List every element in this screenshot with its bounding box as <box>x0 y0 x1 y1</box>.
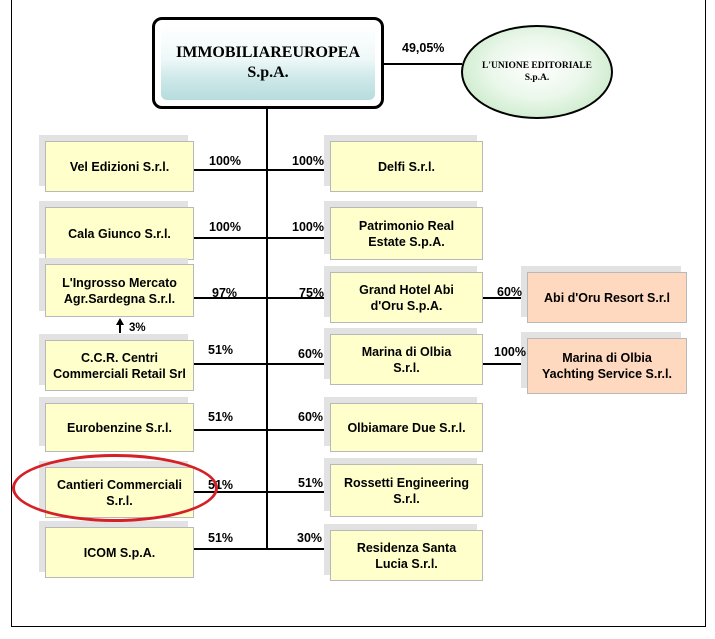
left-stake-1: 100% <box>209 154 241 168</box>
far-right-company-1: Abi d'Oru Resort S.r.l <box>527 272 687 323</box>
diagram-frame <box>11 0 706 627</box>
left-stake-4: 51% <box>208 343 234 357</box>
left-stake-5: 51% <box>208 410 234 424</box>
left-company-1: Vel Edizioni S.r.l. <box>45 141 194 192</box>
right-company-3: Grand Hotel Abi d'Oru S.p.A. <box>330 272 483 323</box>
right-company-6: Rossetti Engineering S.r.l. <box>330 464 483 517</box>
right-company-5: Olbiamare Due S.r.l. <box>330 403 483 452</box>
left-company-4: C.C.R. Centri Commerciali Retail Srl <box>45 340 194 391</box>
right-company-2: Patrimonio Real Estate S.p.A. <box>330 207 483 260</box>
left-company-5: Eurobenzine S.r.l. <box>45 403 194 452</box>
right-stake-1: 100% <box>292 154 324 168</box>
parent-company-name: IMMOBILIAREUROPEA <box>175 44 360 61</box>
shareholder-ellipse: L'UNIONE EDITORIALE S.p.A. <box>461 25 613 119</box>
far-right-company-2: Marina di Olbia Yachting Service S.r.l. <box>527 338 687 394</box>
right-stake-3: 75% <box>299 286 325 300</box>
left-stake-7: 51% <box>208 531 234 545</box>
right-stake-2: 100% <box>292 220 324 234</box>
left-stake-3: 97% <box>212 286 238 300</box>
shareholder-type: S.p.A. <box>524 73 550 83</box>
parent-stake-label: 49,05% <box>402 41 445 55</box>
right-stake-7: 30% <box>297 531 323 545</box>
left-company-3: L'Ingrosso Mercato Agr.Sardegna S.r.l. <box>45 264 194 317</box>
parent-company-type: S.p.A. <box>247 64 289 81</box>
right-company-4: Marina di Olbia S.r.l. <box>330 334 483 385</box>
highlight-ellipse <box>12 454 218 522</box>
right-stake-6: 51% <box>298 476 324 490</box>
far-right-stake-1: 60% <box>497 285 523 299</box>
right-company-1: Delfi S.r.l. <box>330 141 483 192</box>
right-stake-4: 60% <box>298 347 324 361</box>
right-stake-5: 60% <box>298 410 324 424</box>
left-stake-2: 100% <box>209 220 241 234</box>
cross-stake-label: 3% <box>129 322 146 334</box>
left-company-7: ICOM S.p.A. <box>45 527 194 578</box>
right-company-7: Residenza Santa Lucia S.r.l. <box>330 530 483 581</box>
left-company-2: Cala Giunco S.r.l. <box>45 207 194 260</box>
far-right-stake-2: 100% <box>494 345 526 359</box>
parent-company-box: IMMOBILIAREUROPEA S.p.A. <box>152 17 384 109</box>
shareholder-name: L'UNIONE EDITORIALE <box>482 61 592 71</box>
